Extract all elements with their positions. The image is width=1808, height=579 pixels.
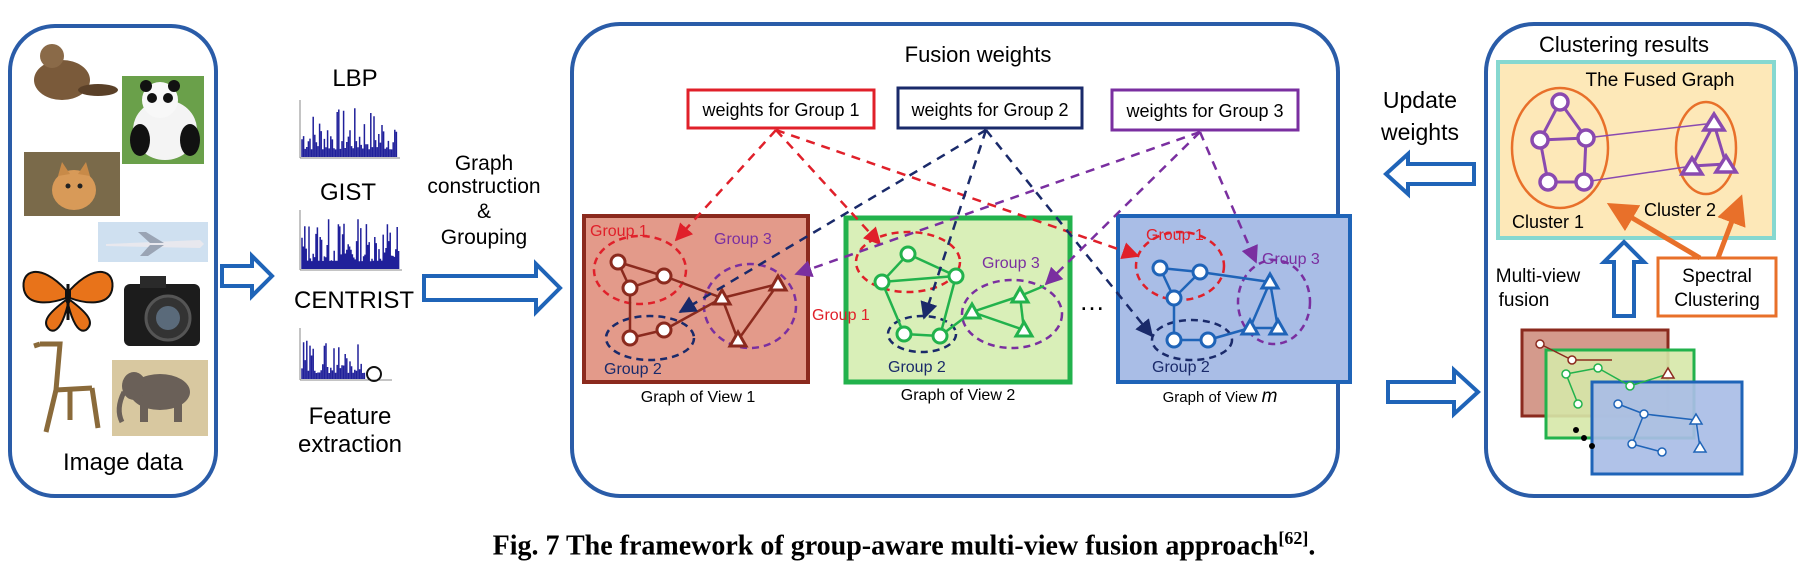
arrow-to-clustering — [1386, 365, 1481, 419]
view1-group1-label: Group 1 — [590, 223, 648, 240]
view2-box — [843, 215, 1073, 385]
spectral-line1: Spectral — [1682, 266, 1752, 287]
graph-construction-line1: Graph — [455, 152, 513, 175]
camera-image — [124, 276, 200, 346]
weights-group3-label: weights for Group 3 — [1125, 101, 1283, 121]
view2-group3-label: Group 3 — [982, 255, 1040, 272]
stacked-views — [1520, 328, 1744, 476]
cluster1-label: Cluster 1 — [1512, 212, 1584, 232]
beaver-image — [34, 44, 118, 100]
centrist-label: CENTRIST — [294, 287, 414, 314]
clustering-title: Clustering results — [1539, 32, 1709, 57]
view2-group1-label: Group 1 — [812, 307, 870, 324]
clustering-panel: Clustering results The Fused Graph Clust… — [1484, 22, 1798, 498]
butterfly-image — [22, 270, 114, 332]
arrow-to-fusion — [422, 259, 563, 317]
cat-image — [24, 152, 120, 216]
elephant-image — [112, 360, 208, 436]
update-line2: weights — [1380, 119, 1459, 145]
arrow-update-weights — [1383, 149, 1476, 199]
image-data-label: Image data — [63, 449, 184, 476]
feature-extraction-line1: Feature — [309, 403, 392, 430]
weights-group3-box — [1110, 88, 1300, 132]
fusion-title: Fusion weights — [905, 42, 1052, 67]
lbp-label: LBP — [332, 65, 377, 92]
panda-image — [122, 76, 204, 164]
update-weights: Update weights — [1380, 87, 1481, 419]
gist-histogram — [299, 210, 402, 271]
graph-construction-line3: & — [477, 200, 491, 223]
update-line1: Update — [1383, 87, 1457, 113]
figure-caption: Fig. 7 The framework of group-aware mult… — [0, 528, 1808, 562]
view2-group2-label: Group 2 — [888, 359, 946, 376]
caption-ref: [62] — [1278, 528, 1309, 548]
lbp-histogram — [299, 100, 400, 159]
centrist-histogram — [299, 328, 392, 382]
spectral-line2: Clustering — [1674, 290, 1760, 311]
spectral-arrows — [1606, 194, 1746, 261]
weights-group1-label: weights for Group 1 — [701, 100, 859, 120]
weight-arrows — [674, 128, 1258, 338]
weights-group2-box — [896, 86, 1084, 130]
graph-construction-line4: Grouping — [441, 226, 527, 249]
fused-graph — [1510, 86, 1740, 210]
viewm-box — [1116, 214, 1352, 384]
viewm-caption-prefix: Graph of View — [1163, 389, 1262, 406]
viewm-caption-var: m — [1262, 386, 1278, 407]
view1-group3-label: Group 3 — [714, 231, 772, 248]
caption-text: Fig. 7 The framework of group-aware mult… — [492, 530, 1279, 562]
weights-group1-box — [686, 88, 876, 130]
graph-construction-line2: construction — [427, 175, 540, 198]
viewm-group2-label: Group 2 — [1152, 359, 1210, 376]
fusion-panel: Fusion weights weights for Group 1 weigh… — [570, 22, 1352, 498]
view1-caption: Graph of View 1 — [641, 389, 756, 406]
cluster2-label: Cluster 2 — [1644, 200, 1716, 220]
feature-extraction-line2: extraction — [298, 431, 402, 458]
viewm-group3-label: Group 3 — [1262, 251, 1320, 268]
caption-end: . — [1308, 530, 1316, 562]
viewm-caption: Graph of View m — [1163, 386, 1278, 407]
image-data-panel: Image data — [8, 24, 218, 498]
arrow-multiview-fusion — [1599, 239, 1649, 318]
viewm-group1-label: Group 1 — [1146, 227, 1204, 244]
arrow-to-features — [220, 251, 275, 301]
multiview-line1: Multi-view — [1496, 266, 1581, 287]
gist-label: GIST — [320, 179, 376, 206]
viewm-graph: Group 1 Group 2 Group 3 — [1134, 227, 1320, 376]
view2-graph: Group 1 Group 2 Group 3 — [812, 230, 1064, 376]
fused-graph-label: The Fused Graph — [1586, 70, 1735, 91]
view-ellipsis: … — [1079, 286, 1105, 316]
spectral-clustering-box — [1656, 256, 1778, 318]
view2-caption: Graph of View 2 — [901, 387, 1016, 404]
feature-extraction: LBP GIST CENTRIST Feature extraction — [294, 65, 414, 458]
multiview-line2: fusion — [1499, 290, 1550, 311]
view1-group2-label: Group 2 — [604, 361, 662, 378]
graph-construction: Graph construction & Grouping — [422, 152, 563, 317]
view1-graph: Group 1 Group 2 Group 3 — [590, 223, 798, 378]
airplane-image — [98, 222, 208, 262]
weights-group2-label: weights for Group 2 — [910, 100, 1068, 120]
chair-image — [33, 341, 101, 433]
